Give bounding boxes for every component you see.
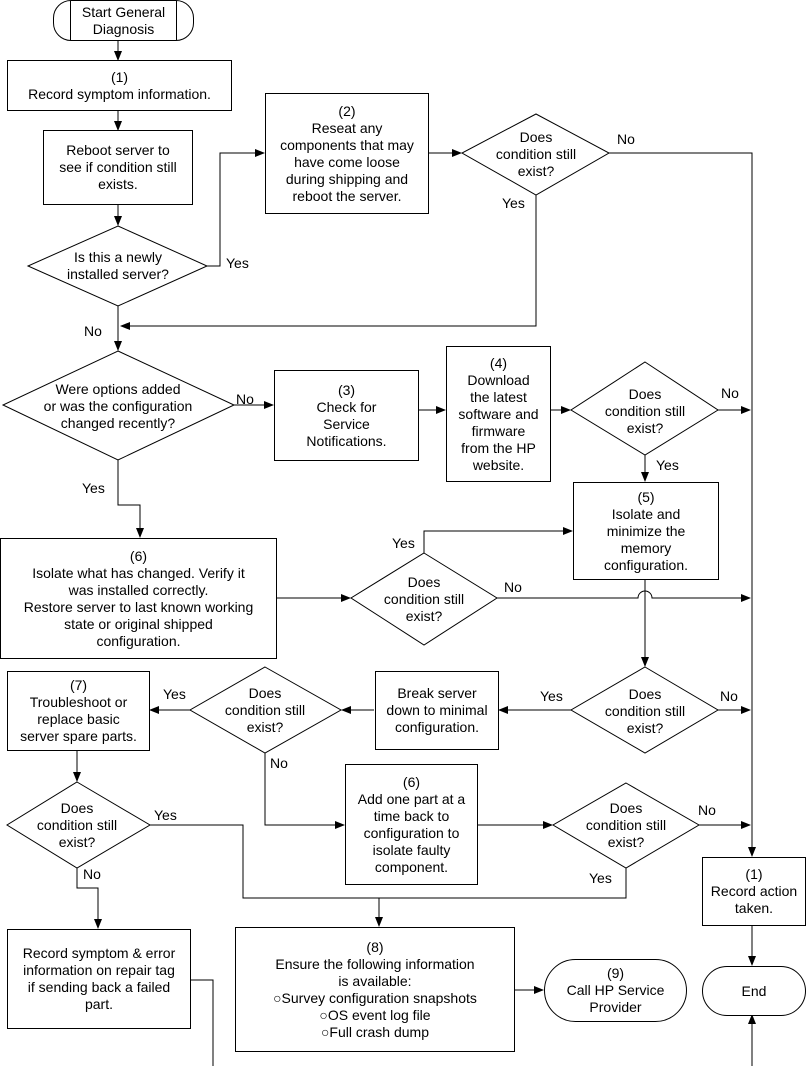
ensure-info-text: (8) Ensure the following information is … — [273, 938, 477, 1040]
isolate-memory-text: (5) Isolate and minimize the memory conf… — [603, 488, 689, 573]
record-error-text: Record symptom & error information on re… — [22, 945, 176, 1012]
start-terminal: Start General Diagnosis — [53, 0, 194, 41]
ensure-info-box: (8) Ensure the following information is … — [235, 927, 515, 1052]
reboot-box: Reboot server to see if condition still … — [43, 130, 193, 205]
call-hp-text: (9) Call HP Service Provider — [566, 965, 665, 1015]
troubleshoot-text: (7) Troubleshoot or replace basic server… — [20, 677, 137, 744]
exist-2-text: Does condition still exist? — [604, 385, 686, 436]
label-no-exist-7: No — [698, 802, 716, 818]
label-no-newly: No — [84, 323, 102, 339]
record-symptom-text: (1) Record symptom information. — [28, 68, 211, 102]
diamond-exist-5 — [570, 666, 719, 754]
label-no-exist-4: No — [270, 755, 288, 771]
exist-1-text: Does condition still exist? — [495, 128, 577, 179]
call-hp-terminal: (9) Call HP Service Provider — [544, 959, 687, 1022]
exist-6-text: Does condition still exist? — [36, 799, 118, 850]
reseat-box: (2) Reseat any components that may have … — [265, 93, 429, 214]
exist-5-text: Does condition still exist? — [604, 685, 686, 736]
label-no-exist-5: No — [720, 688, 738, 704]
end-text: End — [741, 982, 767, 999]
add-part-box: (6) Add one part at a time back to confi… — [345, 764, 478, 885]
label-no-options: No — [236, 391, 254, 407]
label-yes-exist-3: Yes — [392, 535, 415, 551]
check-notifications-text: (3) Check for Service Notifications. — [306, 381, 387, 449]
exist-3-text: Does condition still exist? — [383, 573, 465, 624]
reboot-text: Reboot server to see if condition still … — [59, 142, 177, 192]
options-added-text: Were options added or was the configurat… — [43, 380, 193, 431]
label-yes-exist-2: Yes — [656, 457, 679, 473]
start-terminal-text: Start General Diagnosis — [81, 3, 166, 37]
add-part-text: (6) Add one part at a time back to confi… — [357, 773, 466, 875]
isolate-changed-text: (6) Isolate what has changed. Verify it … — [23, 547, 254, 649]
label-no-exist-6: No — [83, 866, 101, 882]
exist-4-text: Does condition still exist? — [224, 684, 306, 735]
label-no-exist-3: No — [504, 579, 522, 595]
newly-installed-text: Is this a newly installed server? — [67, 249, 169, 282]
isolate-changed-box: (6) Isolate what has changed. Verify it … — [0, 538, 277, 659]
record-symptom-box: (1) Record symptom information. — [7, 60, 232, 111]
record-action-text: (1) Record action taken. — [710, 866, 798, 916]
troubleshoot-box: (7) Troubleshoot or replace basic server… — [7, 671, 150, 751]
label-no-exist-2: No — [721, 385, 739, 401]
reseat-text: (2) Reseat any components that may have … — [280, 102, 414, 204]
break-down-text: Break server down to minimal configurati… — [386, 685, 488, 735]
break-down-box: Break server down to minimal configurati… — [375, 671, 499, 750]
label-yes-exist-1: Yes — [502, 195, 525, 211]
label-no-exist-1: No — [617, 131, 635, 147]
isolate-memory-box: (5) Isolate and minimize the memory conf… — [573, 482, 719, 580]
download-text: (4) Download the latest software and fir… — [458, 354, 539, 473]
label-yes-exist-7: Yes — [589, 870, 612, 886]
start-terminal-bars — [70, 1, 177, 40]
download-box: (4) Download the latest software and fir… — [446, 346, 551, 482]
record-error-box: Record symptom & error information on re… — [7, 929, 191, 1029]
record-action-box: (1) Record action taken. — [702, 857, 806, 926]
label-yes-exist-6: Yes — [154, 807, 177, 823]
end-terminal: End — [702, 966, 806, 1016]
label-yes-exist-5: Yes — [540, 688, 563, 704]
label-yes-newly: Yes — [226, 255, 249, 271]
label-yes-options: Yes — [82, 480, 105, 496]
diamond-exist-3 — [350, 552, 498, 646]
check-notifications-box: (3) Check for Service Notifications. — [274, 370, 419, 461]
label-yes-exist-4: Yes — [163, 686, 186, 702]
exist-7-text: Does condition still exist? — [585, 799, 667, 850]
